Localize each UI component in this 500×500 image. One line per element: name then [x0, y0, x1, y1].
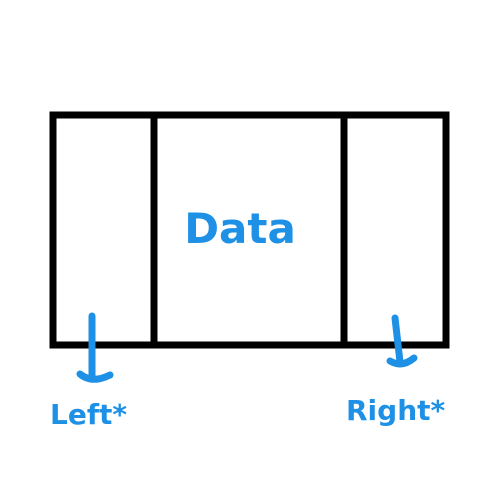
center-label: Data [184, 204, 296, 253]
left-arrow-icon [76, 312, 114, 383]
right-arrow-icon [386, 314, 418, 368]
outer-frame [49, 111, 450, 349]
left-label: Left* [50, 398, 127, 431]
right-label: Right* [346, 394, 446, 427]
